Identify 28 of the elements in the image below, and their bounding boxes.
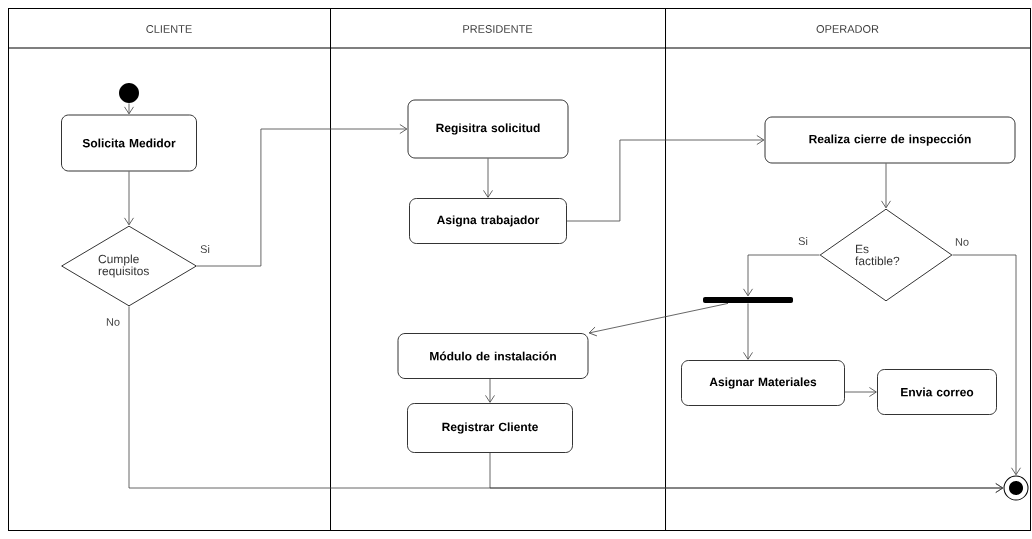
arrow <box>483 158 493 198</box>
action-box: Envia correo <box>877 369 997 415</box>
arrow <box>743 254 820 297</box>
action-box: Realiza cierre de inspección <box>764 116 1016 164</box>
arrow <box>196 124 408 267</box>
edge-label: Si <box>199 243 211 255</box>
action-box: Regisitra solicitud <box>407 99 569 159</box>
arrow <box>952 254 1021 476</box>
action-box: Módulo de instalación <box>397 333 589 379</box>
action-box: Asignar Materiales <box>681 360 845 406</box>
end-bullseye <box>1003 475 1029 501</box>
action-box: Registrar Cliente <box>407 403 573 453</box>
arrow <box>124 103 134 115</box>
arrow <box>588 303 729 337</box>
arrow <box>485 378 495 403</box>
arrow <box>489 452 1004 493</box>
arrow <box>743 303 753 360</box>
arrow <box>124 171 134 226</box>
edge-label: No <box>954 237 971 247</box>
edge-label: No <box>105 317 122 327</box>
arrow <box>881 163 891 209</box>
fork-bar <box>703 297 793 303</box>
action-box: Asigna trabajador <box>409 198 567 244</box>
arrow <box>566 135 765 222</box>
start-dot <box>119 83 139 103</box>
arrow <box>844 387 877 397</box>
edge-label: Si <box>797 235 809 247</box>
action-box: Solicita Medidor <box>61 114 197 172</box>
